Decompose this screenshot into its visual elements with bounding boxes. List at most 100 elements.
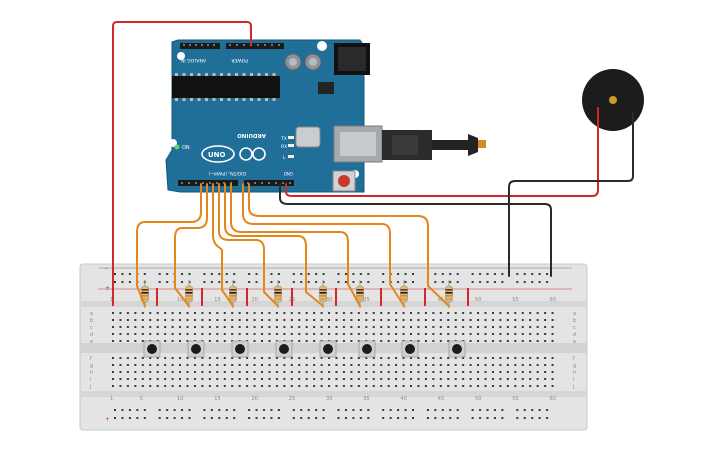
breadboard-hole — [380, 371, 383, 373]
breadboard-hole — [246, 319, 249, 321]
breadboard-hole — [432, 340, 435, 342]
breadboard-hole — [261, 326, 263, 328]
breadboard-hole — [193, 378, 196, 380]
chip-pin — [265, 98, 268, 101]
rail-hole — [315, 409, 318, 411]
rail-hole — [270, 409, 273, 411]
breadboard-hole — [171, 357, 174, 359]
breadboard-hole — [395, 385, 398, 387]
rail-hole — [397, 417, 400, 419]
rail-hole — [270, 417, 273, 419]
rail-hole — [486, 409, 489, 411]
rail-hole — [233, 273, 236, 275]
breadboard-hole — [350, 385, 353, 387]
rail-hole — [337, 409, 340, 411]
breadboard-hole — [238, 333, 241, 335]
breadboard-hole — [536, 340, 539, 342]
rail-hole — [121, 417, 124, 419]
resistor-band — [229, 298, 237, 300]
rail-hole — [367, 281, 370, 283]
rail-hole — [188, 273, 191, 275]
breadboard-hole — [357, 333, 360, 335]
black-wire-gnd — [279, 183, 552, 277]
breadboard-hole — [261, 319, 263, 321]
breadboard-hole — [179, 312, 182, 314]
rail-hole — [426, 409, 429, 411]
breadboard-hole — [126, 326, 129, 328]
breadboard-hole — [320, 378, 323, 380]
breadboard-hole — [171, 326, 174, 328]
breadboard-hole — [372, 357, 375, 359]
breadboard-hole — [149, 357, 152, 359]
column-number: 30 — [326, 297, 332, 303]
resistor-band — [229, 289, 237, 291]
breadboard-hole — [179, 378, 182, 380]
breadboard-hole — [156, 364, 159, 366]
breadboard-hole — [506, 371, 509, 373]
breadboard-hole — [156, 357, 159, 359]
breadboard-hole — [365, 385, 368, 387]
rail-hole — [441, 273, 444, 275]
breadboard-hole — [365, 364, 368, 366]
rail-hole — [143, 417, 146, 419]
piezo-buzzer[interactable] — [582, 69, 644, 131]
chip-pin — [257, 73, 261, 76]
breadboard-hole — [536, 385, 539, 387]
header-pin — [289, 182, 291, 184]
breadboard-hole — [439, 357, 442, 359]
header-pin — [254, 182, 256, 184]
breadboard-hole — [350, 319, 353, 321]
breadboard-hole — [134, 357, 137, 359]
header-pin — [189, 44, 191, 46]
breadboard-hole — [253, 326, 256, 328]
breadboard-hole — [536, 326, 539, 328]
breadboard-hole — [186, 319, 189, 321]
rail-hole — [225, 273, 228, 275]
rail-hole — [210, 409, 213, 411]
rail-hole — [344, 417, 347, 419]
breadboard-hole — [521, 385, 524, 387]
rail-hole — [546, 409, 549, 411]
rail-hole — [516, 273, 519, 275]
chip-pin — [250, 98, 253, 101]
breadboard-hole — [193, 364, 196, 366]
chip-pin — [197, 98, 201, 101]
arduino-uno[interactable]: POWER ANALOG IN TX RX L ON — [165, 39, 383, 193]
breadboard-hole — [164, 312, 167, 314]
breadboard-hole — [544, 340, 547, 342]
rail-hole — [210, 273, 213, 275]
breadboard-hole — [141, 371, 144, 373]
breadboard-hole — [410, 357, 412, 359]
voltage-regulator — [318, 82, 334, 94]
push-button-cap — [279, 344, 289, 354]
breadboard-hole — [417, 312, 420, 314]
resistor-band — [229, 292, 237, 294]
breadboard-hole — [432, 378, 435, 380]
breadboard-hole — [395, 340, 398, 342]
breadboard-hole — [380, 319, 383, 321]
breadboard-hole — [246, 333, 249, 335]
breadboard-hole — [149, 319, 152, 321]
breadboard-hole — [484, 364, 487, 366]
rail-hole — [337, 273, 340, 275]
breadboard-hole — [313, 319, 316, 321]
rail-hole — [404, 409, 407, 411]
breadboard-hole — [112, 319, 114, 321]
breadboard-hole — [320, 385, 323, 387]
breadboard-hole — [268, 319, 271, 321]
breadboard-hole — [126, 385, 129, 387]
breadboard-hole — [462, 364, 465, 366]
breadboard-hole — [387, 333, 390, 335]
reset-button-cap[interactable] — [338, 175, 350, 187]
breadboard-hole — [447, 319, 450, 321]
column-number: 40 — [401, 396, 407, 402]
breadboard-hole — [238, 371, 241, 373]
breadboard-hole — [134, 333, 137, 335]
breadboard-hole — [395, 364, 398, 366]
breadboard-hole — [164, 333, 167, 335]
rail-hole — [523, 409, 526, 411]
breadboard-hole — [536, 378, 539, 380]
breadboard-hole — [380, 340, 383, 342]
digital-label: DIGITAL (PWM~) — [208, 170, 246, 176]
breadboard-hole — [313, 371, 316, 373]
